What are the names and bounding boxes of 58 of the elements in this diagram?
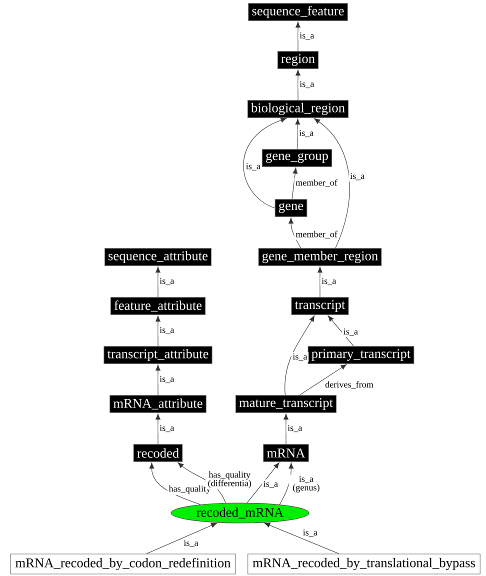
edge-label: is_a — [298, 80, 316, 90]
term-box: sequence_feature — [248, 3, 348, 21]
arrow — [149, 462, 201, 505]
term-box: mature_transcript — [235, 395, 337, 413]
term-box: gene_member_region — [258, 248, 382, 266]
edge-label: is_a — [158, 326, 176, 336]
term-box: feature_attribute — [110, 297, 206, 315]
edge-label: is_a — [244, 162, 262, 172]
arrow — [243, 118, 287, 208]
arrow — [292, 168, 298, 200]
arrow — [264, 522, 340, 554]
edge-label: is_a — [302, 528, 319, 538]
term-box: mRNA_attribute — [110, 395, 206, 413]
edge-label: is_a — [262, 479, 280, 490]
arrow — [295, 118, 300, 150]
edge-label: is_a — [286, 424, 304, 434]
arrow — [284, 316, 315, 396]
arrow — [296, 22, 300, 52]
edge-label: is_a — [158, 424, 176, 434]
term-box: sequence_attribute — [104, 248, 212, 266]
edge-label: is_a — [320, 276, 338, 286]
arrow — [279, 462, 294, 505]
term-box: recoded — [133, 444, 183, 462]
edge-label: is_a (genus) — [288, 474, 324, 494]
edge-label: is_a — [298, 31, 316, 41]
edge-label: is_a — [158, 374, 176, 384]
arrow — [318, 266, 322, 298]
arrow — [146, 522, 218, 554]
term-box: gene — [274, 199, 308, 217]
term-box: transcript_attribute — [104, 346, 212, 364]
arrow — [156, 414, 160, 444]
edge-label: is_a — [182, 538, 200, 548]
term-box: mRNA_recoded_by_translational_bypass — [248, 554, 480, 574]
edge-label: is_a — [298, 128, 316, 138]
edge-label: is_a — [291, 352, 309, 362]
term-box: mRNA — [263, 444, 309, 462]
arrow — [314, 118, 350, 248]
arrow — [296, 70, 300, 100]
arrow — [328, 315, 354, 346]
term-box: transcript — [291, 297, 349, 315]
term-box: region — [277, 51, 319, 69]
edge-label: member_of — [294, 229, 339, 240]
arrow — [299, 364, 347, 396]
arrow — [246, 462, 280, 504]
term-box: primary_transcript — [308, 346, 414, 364]
edge-label: is_a — [348, 172, 366, 182]
edge-label: is_a — [342, 327, 360, 337]
term-box: mRNA_recoded_by_codon_redefinition — [10, 554, 236, 574]
arrow — [156, 266, 160, 298]
arrow — [156, 364, 160, 396]
term-box: biological_region — [247, 100, 349, 118]
edge-label: member_of — [294, 178, 339, 188]
edge-label: derives_from — [324, 380, 375, 390]
term-box: gene_group — [262, 149, 332, 167]
arrow — [288, 218, 302, 248]
arrow — [156, 316, 160, 346]
edge-label: is_a — [158, 276, 176, 286]
arrow — [284, 414, 288, 444]
